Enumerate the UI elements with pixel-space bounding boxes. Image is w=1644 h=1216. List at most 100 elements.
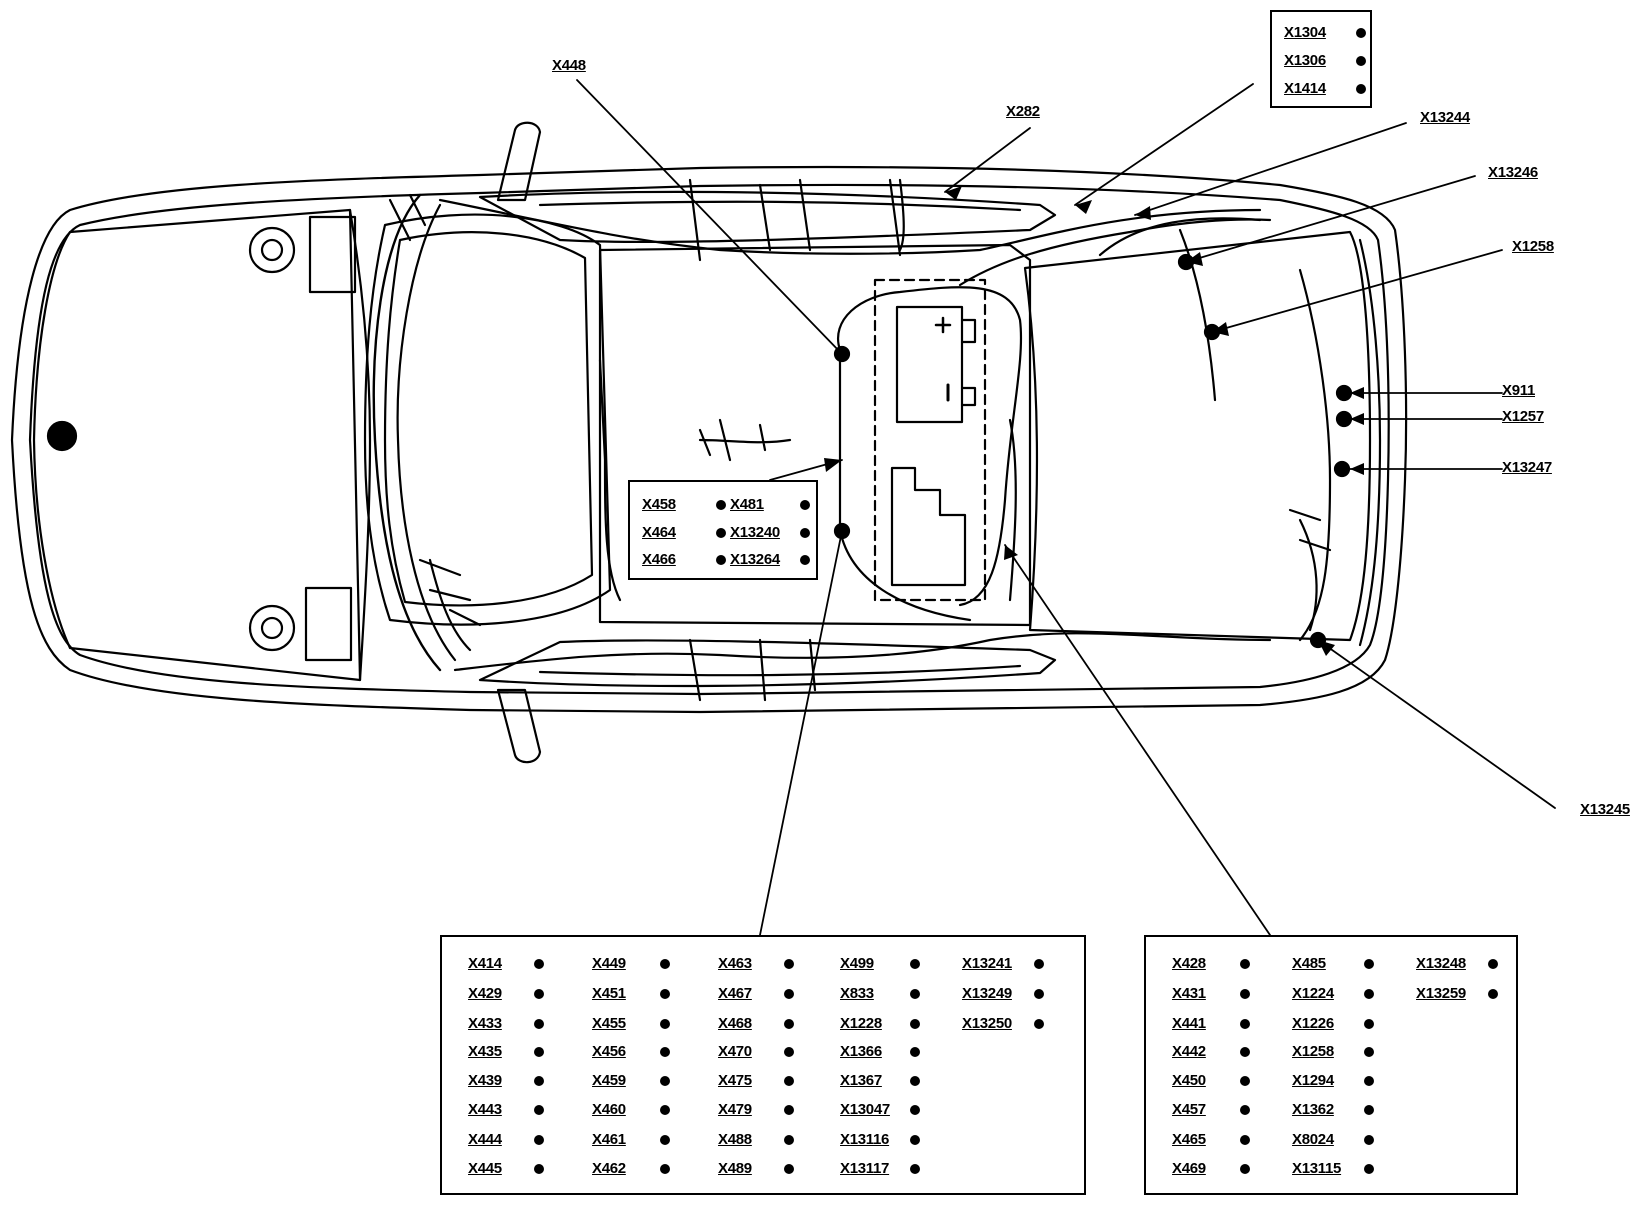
connector-dot-icon	[800, 555, 810, 565]
connector-label: X442	[1172, 1043, 1206, 1060]
connector-entry: X414	[468, 955, 544, 973]
connector-dot-icon	[784, 1105, 794, 1115]
connector-entry: X479	[718, 1101, 794, 1119]
connector-entry: X488	[718, 1131, 794, 1149]
connector-entry: X13248	[1416, 955, 1498, 973]
connector-dot-icon	[1364, 1105, 1374, 1115]
connector-label: X457	[1172, 1101, 1206, 1118]
connector-entry: X1224	[1292, 985, 1374, 1003]
connector-entry: X443	[468, 1101, 544, 1119]
connector-entry: X444	[468, 1131, 544, 1149]
connector-box-top-right: X1304 X1306 X1414	[1270, 10, 1372, 108]
connector-dot-icon	[1488, 989, 1498, 999]
connector-entry: X456	[592, 1043, 670, 1061]
connector-dot-icon	[534, 1164, 544, 1174]
connector-dot-icon	[716, 500, 726, 510]
callout-x13246: X13246	[1488, 164, 1538, 181]
connector-dot-icon	[1364, 1019, 1374, 1029]
connector-dot-icon	[1364, 1076, 1374, 1086]
connector-label: X13250	[962, 1015, 1012, 1032]
connector-label: X1306	[1284, 52, 1326, 69]
connector-dot-icon	[660, 1076, 670, 1086]
rear-window-outline	[1023, 230, 1372, 642]
connector-label: X429	[468, 985, 502, 1002]
strut-mount-front-right	[248, 604, 296, 652]
connector-label: X489	[718, 1160, 752, 1177]
connector-label: X13264	[730, 551, 780, 568]
connector-entry: X13249	[962, 985, 1044, 1003]
connector-dot-icon	[716, 528, 726, 538]
connector-entry: X13047	[840, 1101, 920, 1119]
connector-entry: X13259	[1416, 985, 1498, 1003]
connector-label: X8024	[1292, 1131, 1334, 1148]
connector-dot-icon	[800, 500, 810, 510]
connector-label: X428	[1172, 955, 1206, 972]
connector-label: X467	[718, 985, 752, 1002]
connector-entry: X1304	[1284, 24, 1366, 42]
connector-entry: X464	[642, 524, 726, 542]
battery	[895, 305, 964, 424]
connector-dot-icon	[534, 1105, 544, 1115]
connector-entry: X457	[1172, 1101, 1250, 1119]
connector-entry: X833	[840, 985, 920, 1003]
connector-dot-icon	[910, 1076, 920, 1086]
connector-label: X1366	[840, 1043, 882, 1060]
connector-dot-icon	[660, 959, 670, 969]
connector-entry: X441	[1172, 1015, 1250, 1033]
connector-entry: X1362	[1292, 1101, 1374, 1119]
connector-entry: X489	[718, 1160, 794, 1178]
connector-entry: X459	[592, 1072, 670, 1090]
callout-x13245: X13245	[1580, 801, 1630, 818]
connector-dot-icon	[784, 1047, 794, 1057]
connector-entry: X13115	[1292, 1160, 1374, 1178]
connector-entry: X439	[468, 1072, 544, 1090]
connector-label: X441	[1172, 1015, 1206, 1032]
connector-dot-icon	[660, 1164, 670, 1174]
callout-x1257: X1257	[1502, 408, 1544, 425]
connector-entry: X431	[1172, 985, 1250, 1003]
connector-box-center: X458 X464 X466 X481 X13240 X13264	[628, 480, 818, 580]
connector-label: X460	[592, 1101, 626, 1118]
connector-label: X1228	[840, 1015, 882, 1032]
connector-entry: X499	[840, 955, 920, 973]
connector-label: X1362	[1292, 1101, 1334, 1118]
connector-entry: X1366	[840, 1043, 920, 1061]
connector-dot-icon	[784, 1135, 794, 1145]
connector-label: X458	[642, 496, 676, 513]
callout-x13247: X13247	[1502, 459, 1552, 476]
connector-dot-icon	[784, 1076, 794, 1086]
connector-entry: X481	[730, 496, 810, 514]
callout-x448: X448	[552, 57, 586, 74]
connector-entry: X13241	[962, 955, 1044, 973]
connector-dot-icon	[910, 1019, 920, 1029]
connector-label: X13249	[962, 985, 1012, 1002]
connector-entry: X470	[718, 1043, 794, 1061]
connector-label: X13115	[1292, 1160, 1342, 1177]
callout-x911: X911	[1502, 382, 1536, 399]
connector-label: X13248	[1416, 955, 1466, 972]
connector-label: X466	[642, 551, 676, 568]
callout-x282: X282	[1006, 103, 1040, 120]
connector-dot-icon	[784, 989, 794, 999]
connector-label: X455	[592, 1015, 626, 1032]
connector-dot-icon	[660, 989, 670, 999]
strut-mount-front-left	[248, 226, 296, 274]
connector-dot-icon	[1364, 959, 1374, 969]
connector-dot-icon	[1364, 989, 1374, 999]
callout-x13244: X13244	[1420, 109, 1470, 126]
connector-label: X481	[730, 496, 764, 513]
connector-label: X499	[840, 955, 874, 972]
connector-dot-icon	[660, 1105, 670, 1115]
connector-label: X443	[468, 1101, 502, 1118]
connector-entry: X467	[718, 985, 794, 1003]
connector-label: X464	[642, 524, 676, 541]
connector-dot-icon	[534, 1019, 544, 1029]
connector-label: X469	[1172, 1160, 1206, 1177]
connector-dot-icon	[716, 555, 726, 565]
connector-box-bottom-left: X414 X429 X433 X435 X439 X443 X444 X445 …	[440, 935, 1086, 1195]
connector-dot-icon	[1034, 1019, 1044, 1029]
connector-dot-icon	[910, 959, 920, 969]
connector-label: X459	[592, 1072, 626, 1089]
connector-entry: X463	[718, 955, 794, 973]
